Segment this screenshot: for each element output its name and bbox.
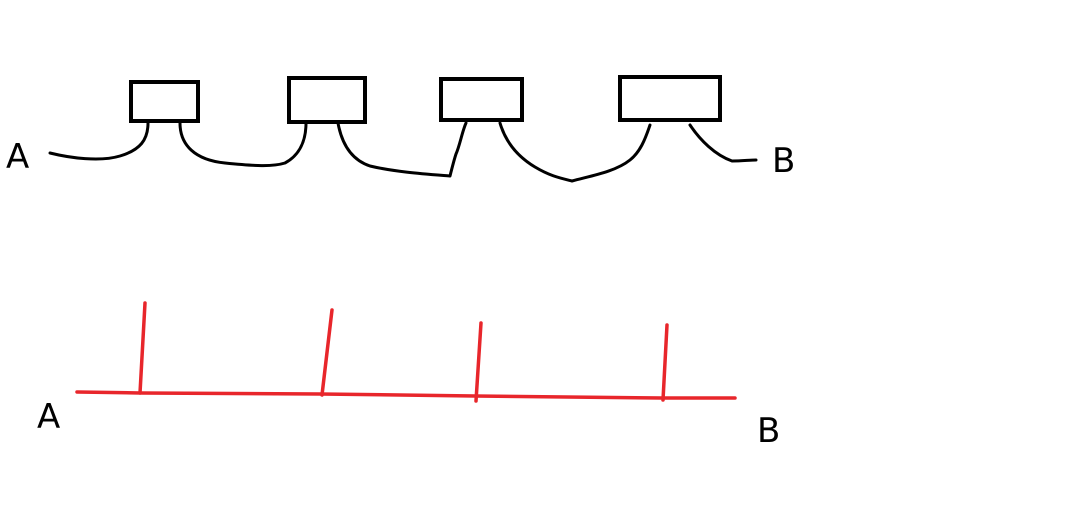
top-label-b: B <box>772 141 795 181</box>
bottom-label-a: A <box>37 397 60 437</box>
series-chain-diagram: A B <box>6 75 795 183</box>
component-box-2 <box>287 76 367 124</box>
red-branch-2 <box>320 308 334 397</box>
wire-box1-to-box2 <box>178 121 308 168</box>
component-box-1 <box>129 80 200 123</box>
wire-box3-to-box4 <box>498 121 652 183</box>
red-branch-1 <box>138 301 147 395</box>
red-branch-3 <box>474 321 483 403</box>
red-bus-line <box>75 390 737 400</box>
wire-box2-to-box3 <box>336 121 468 178</box>
component-box-3 <box>439 77 524 122</box>
red-branch-4 <box>661 323 669 402</box>
bus-branch-diagram: A B <box>37 301 780 451</box>
bottom-label-b: B <box>757 411 780 451</box>
component-box-4 <box>618 75 722 122</box>
top-label-a: A <box>6 137 29 177</box>
wire-box4-to-b <box>688 123 758 163</box>
wire-a-to-box1 <box>48 121 150 161</box>
